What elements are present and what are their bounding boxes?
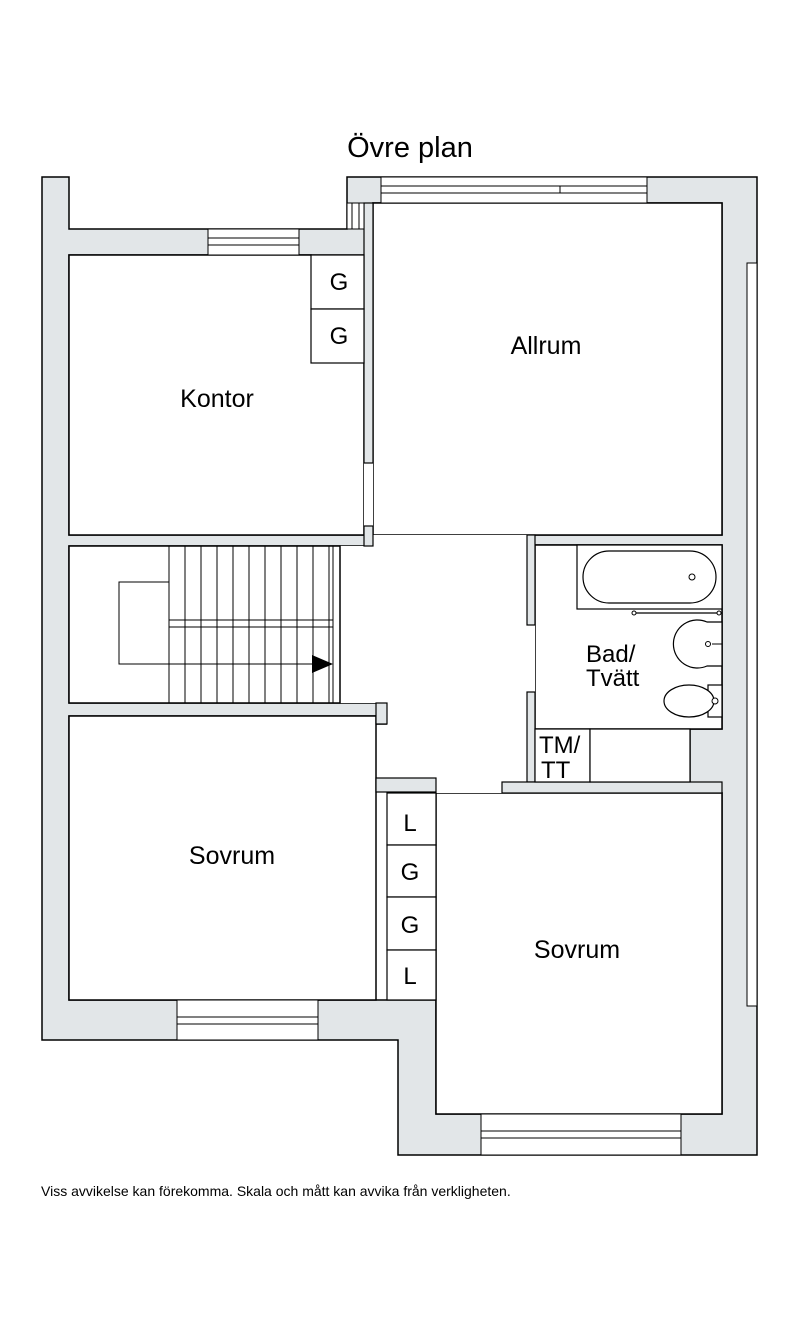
bathtub-basin-icon	[582, 550, 717, 604]
toilet-button-icon	[711, 697, 719, 705]
room-label-allrum: Allrum	[511, 332, 582, 360]
laundry-counter	[589, 728, 691, 783]
room-sovrum-right	[435, 792, 723, 1115]
window-sovrum-right	[480, 1113, 682, 1156]
wardrobe-g2-label: G	[330, 323, 349, 350]
window-sovrum-left	[176, 999, 319, 1041]
tm-label-line1: TM/	[539, 732, 581, 759]
window-kontor	[207, 228, 300, 256]
disclaimer-text: Viss avvikelse kan förekomma. Skala och …	[41, 1183, 511, 1199]
wall-stub-bath-floor	[501, 781, 723, 794]
shower-rail-end-icon	[631, 610, 637, 616]
room-label-kontor: Kontor	[180, 385, 254, 413]
closet-l1-label: L	[403, 810, 416, 837]
window-east	[746, 262, 758, 1007]
toilet-bowl-icon	[663, 684, 715, 718]
wall-stub-stairs	[375, 702, 388, 725]
wall-allrum-left	[363, 202, 374, 464]
room-label-bad-line2: Tvätt	[586, 665, 640, 692]
window-allrum	[380, 176, 648, 204]
wall-stub-kontor	[363, 525, 374, 547]
stair-area	[68, 545, 341, 704]
wall-stub-bath-bottom	[526, 691, 536, 783]
wardrobe-g1-label: G	[330, 269, 349, 296]
floor-title: Övre plan	[347, 132, 473, 164]
closet-g3-label: G	[401, 859, 420, 886]
hall	[340, 463, 535, 793]
sink-icon	[672, 619, 723, 669]
laundry-appliances	[534, 728, 591, 783]
shower-rail-end2-icon	[716, 610, 722, 616]
wall-stub-bath-top	[526, 534, 536, 626]
sink-drain-icon	[705, 641, 711, 647]
window-small-vent	[346, 202, 365, 230]
closet-l2-label: L	[403, 963, 416, 990]
stair-direction-arrow-icon	[312, 655, 333, 673]
tm-label-line2: TT	[541, 757, 571, 784]
room-label-sovrum-left: Sovrum	[189, 842, 275, 870]
closet-l2	[386, 949, 437, 1001]
room-label-sovrum-right: Sovrum	[534, 936, 620, 964]
wall-stub-sovrum	[375, 777, 437, 793]
closet-l1	[386, 792, 437, 846]
room-label-bad-line1: Bad/	[586, 641, 636, 668]
closet-g4-label: G	[401, 912, 420, 939]
stair-treads	[118, 546, 334, 703]
closet-g4	[386, 896, 437, 951]
bathtub-drain-icon	[688, 573, 696, 581]
room-allrum	[372, 202, 723, 536]
wardrobe-g2	[310, 308, 365, 364]
